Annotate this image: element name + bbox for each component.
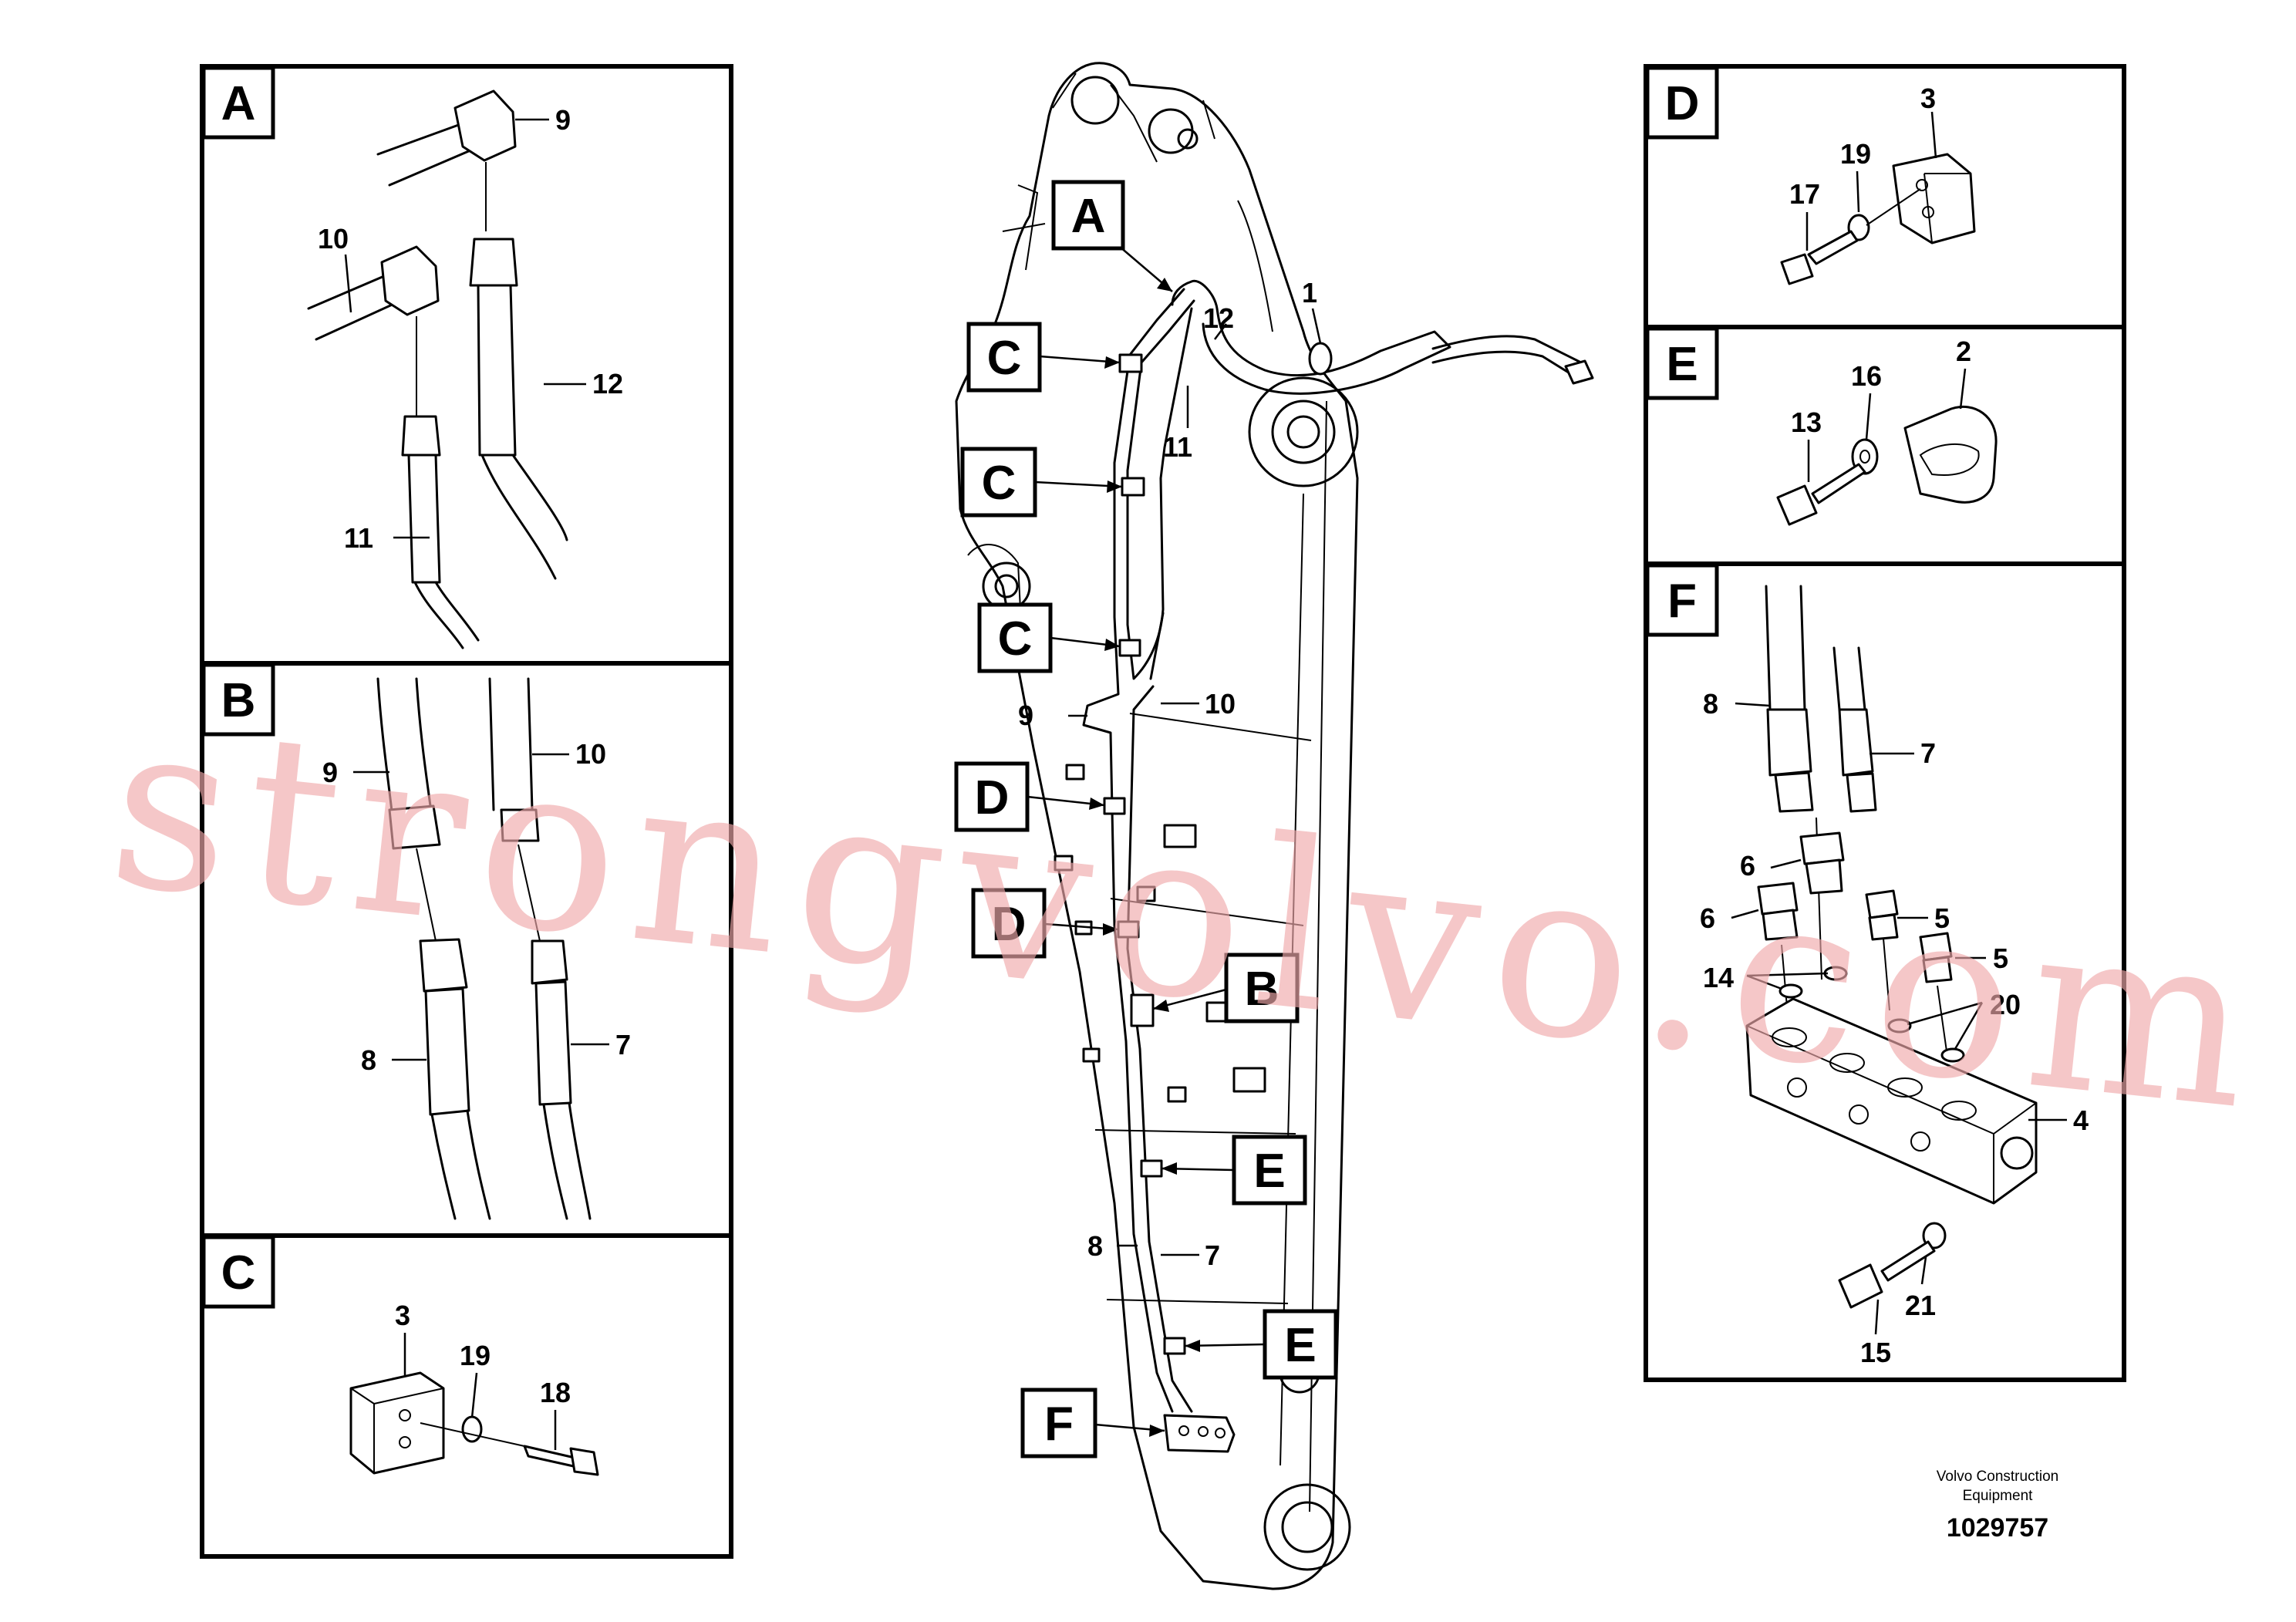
main-part-12: 12 (1203, 302, 1234, 334)
panel-c: C 3 19 18 (200, 1233, 733, 1559)
panel-e: E 16 2 13 (1644, 325, 2126, 566)
panel-f-part-14: 14 (1703, 962, 1734, 993)
panel-e-label: E (1666, 338, 1698, 391)
panel-a-label: A (221, 77, 256, 130)
callout-c-1: C (987, 332, 1022, 385)
panel-f-label: F (1667, 575, 1697, 628)
footer-block: Volvo Construction Equipment 1029757 (1937, 1469, 2058, 1543)
panel-f-part-8: 8 (1703, 688, 1718, 720)
callout-e-2: E (1284, 1319, 1316, 1372)
panel-e-part-2: 2 (1956, 336, 1971, 367)
company-line-2: Equipment (1963, 1488, 2034, 1504)
main-part-1: 1 (1302, 277, 1317, 309)
panel-f-part-15: 15 (1860, 1337, 1891, 1368)
main-part-11: 11 (1163, 431, 1192, 463)
company-line-1: Volvo Construction (1937, 1469, 2058, 1485)
callout-a: A (1071, 190, 1106, 243)
panel-d-part-19: 19 (1840, 138, 1871, 170)
callout-b: B (1245, 963, 1279, 1016)
panel-e-part-13: 13 (1791, 406, 1822, 438)
panel-d-part-3: 3 (1920, 83, 1936, 114)
panel-a-part-12: 12 (592, 368, 623, 400)
main-part-9: 9 (1018, 700, 1033, 731)
panel-a-part-11: 11 (344, 522, 373, 554)
panel-a-part-9: 9 (555, 104, 571, 136)
main-part-10: 10 (1205, 688, 1236, 720)
panel-f-part-20: 20 (1990, 989, 2021, 1020)
panel-f-part-6a: 6 (1740, 850, 1755, 882)
panel-b-part-10: 10 (575, 738, 606, 770)
panel-f-part-6b: 6 (1700, 902, 1715, 934)
panel-c-label: C (221, 1246, 256, 1300)
panel-b-part-7: 7 (615, 1029, 631, 1061)
panel-d-label: D (1665, 77, 1700, 130)
drawing-number: 1029757 (1947, 1513, 2048, 1543)
main-part-8: 8 (1087, 1230, 1103, 1262)
panel-c-part-19: 19 (460, 1340, 491, 1371)
callout-e-1: E (1253, 1145, 1285, 1198)
boom-assembly: A C C C D D B E E F 1 12 11 9 10 8 7 (954, 62, 1594, 1590)
panel-b-part-9: 9 (322, 757, 338, 788)
main-part-7: 7 (1205, 1239, 1220, 1271)
panel-a-part-10: 10 (318, 223, 349, 255)
callout-c-2: C (982, 457, 1017, 510)
panel-b-label: B (221, 674, 256, 727)
callout-f: F (1044, 1398, 1074, 1451)
panel-c-part-18: 18 (540, 1377, 571, 1408)
panel-f-part-4: 4 (2073, 1104, 2089, 1136)
panel-f: F (1644, 561, 2126, 1382)
panel-f-part-5a: 5 (1934, 902, 1950, 934)
panel-a: A 9 10 12 11 (200, 64, 733, 666)
callout-d-2: D (992, 898, 1027, 951)
panel-f-part-21: 21 (1905, 1290, 1936, 1321)
panel-b: B 9 10 8 7 (200, 661, 733, 1238)
panel-f-part-5b: 5 (1993, 943, 2008, 974)
panel-f-part-7: 7 (1920, 737, 1936, 769)
panel-d: D 3 19 17 (1644, 64, 2126, 329)
callout-d-1: D (975, 771, 1010, 824)
panel-c-part-3: 3 (395, 1300, 410, 1331)
panel-e-part-16: 16 (1851, 360, 1882, 392)
callout-c-3: C (998, 612, 1033, 666)
panel-b-part-8: 8 (361, 1044, 376, 1076)
panel-d-part-17: 17 (1789, 178, 1820, 210)
